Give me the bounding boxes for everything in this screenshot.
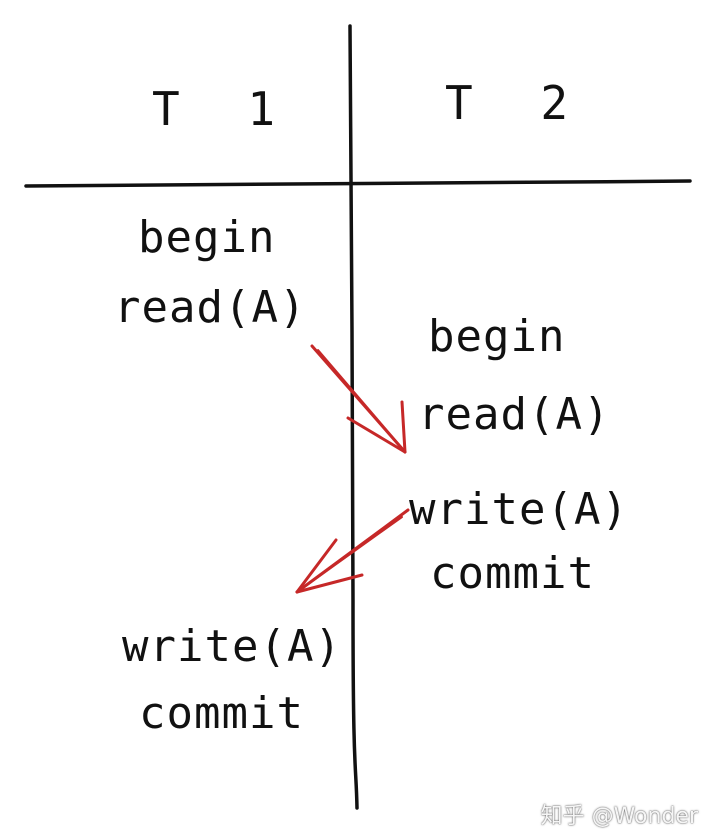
t1-read: read(A)	[114, 282, 307, 333]
column-header-t2: T 2	[445, 76, 589, 130]
t2-read: read(A)	[418, 389, 611, 440]
column-header-t1: T 1	[152, 82, 296, 136]
t2-begin: begin	[428, 311, 566, 362]
arrow-write-to-write	[295, 508, 410, 594]
t2-write: write(A)	[409, 484, 629, 535]
arrow-read-to-read	[310, 344, 407, 454]
t1-commit: commit	[139, 688, 304, 739]
t1-begin: begin	[138, 212, 276, 263]
watermark: 知乎 @Wonder	[540, 804, 698, 829]
header-divider	[24, 179, 692, 188]
t2-commit: commit	[430, 548, 595, 599]
t1-write: write(A)	[122, 621, 342, 672]
column-divider	[348, 24, 359, 810]
